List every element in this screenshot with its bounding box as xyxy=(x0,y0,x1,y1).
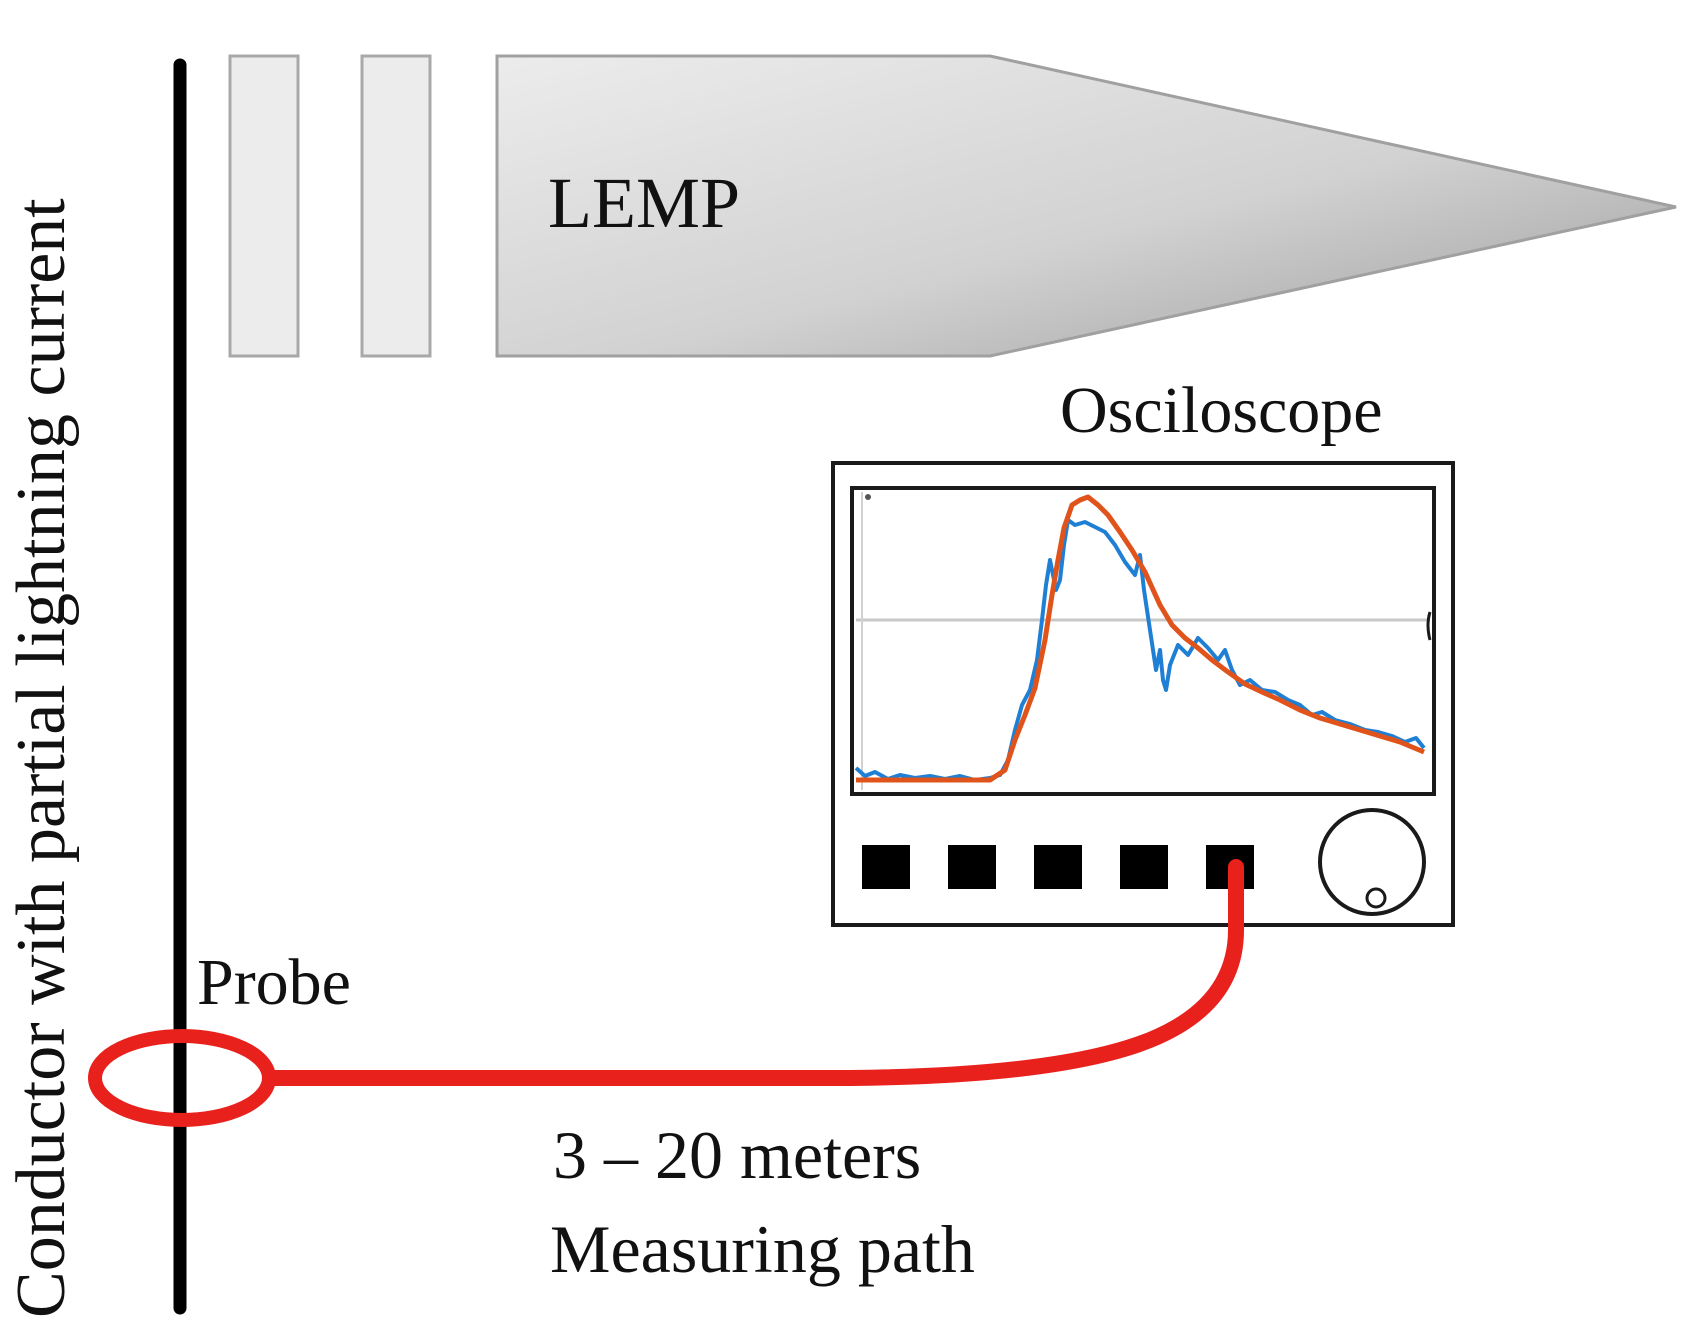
measuring-path-label: Measuring path xyxy=(550,1211,975,1287)
probe-label: Probe xyxy=(197,946,351,1019)
screen-right-bracket xyxy=(1426,611,1432,641)
conductor-label: Conductor with partial lightning current xyxy=(3,198,80,1318)
screen-marker-dot xyxy=(865,494,871,500)
oscilloscope-button-3[interactable] xyxy=(1034,845,1082,889)
distance-label: 3 – 20 meters xyxy=(553,1117,921,1193)
lemp-wavefront-bar-2 xyxy=(360,54,432,358)
lemp-label: LEMP xyxy=(548,163,740,243)
measuring-cable xyxy=(262,859,1244,1086)
probe-loop xyxy=(88,1029,276,1127)
oscilloscope-button-4[interactable] xyxy=(1120,845,1168,889)
knob-indicator-icon xyxy=(1365,887,1387,909)
oscilloscope-button-1[interactable] xyxy=(862,845,910,889)
oscilloscope-screen xyxy=(850,486,1436,796)
oscilloscope-button-2[interactable] xyxy=(948,845,996,889)
oscilloscope-label: Osciloscope xyxy=(1060,374,1383,447)
lemp-arrow xyxy=(495,54,1677,358)
lemp-wavefront-bar-1 xyxy=(228,54,300,358)
oscilloscope xyxy=(831,461,1455,927)
oscilloscope-knob[interactable] xyxy=(1318,808,1426,916)
reference-trace xyxy=(856,494,1425,783)
